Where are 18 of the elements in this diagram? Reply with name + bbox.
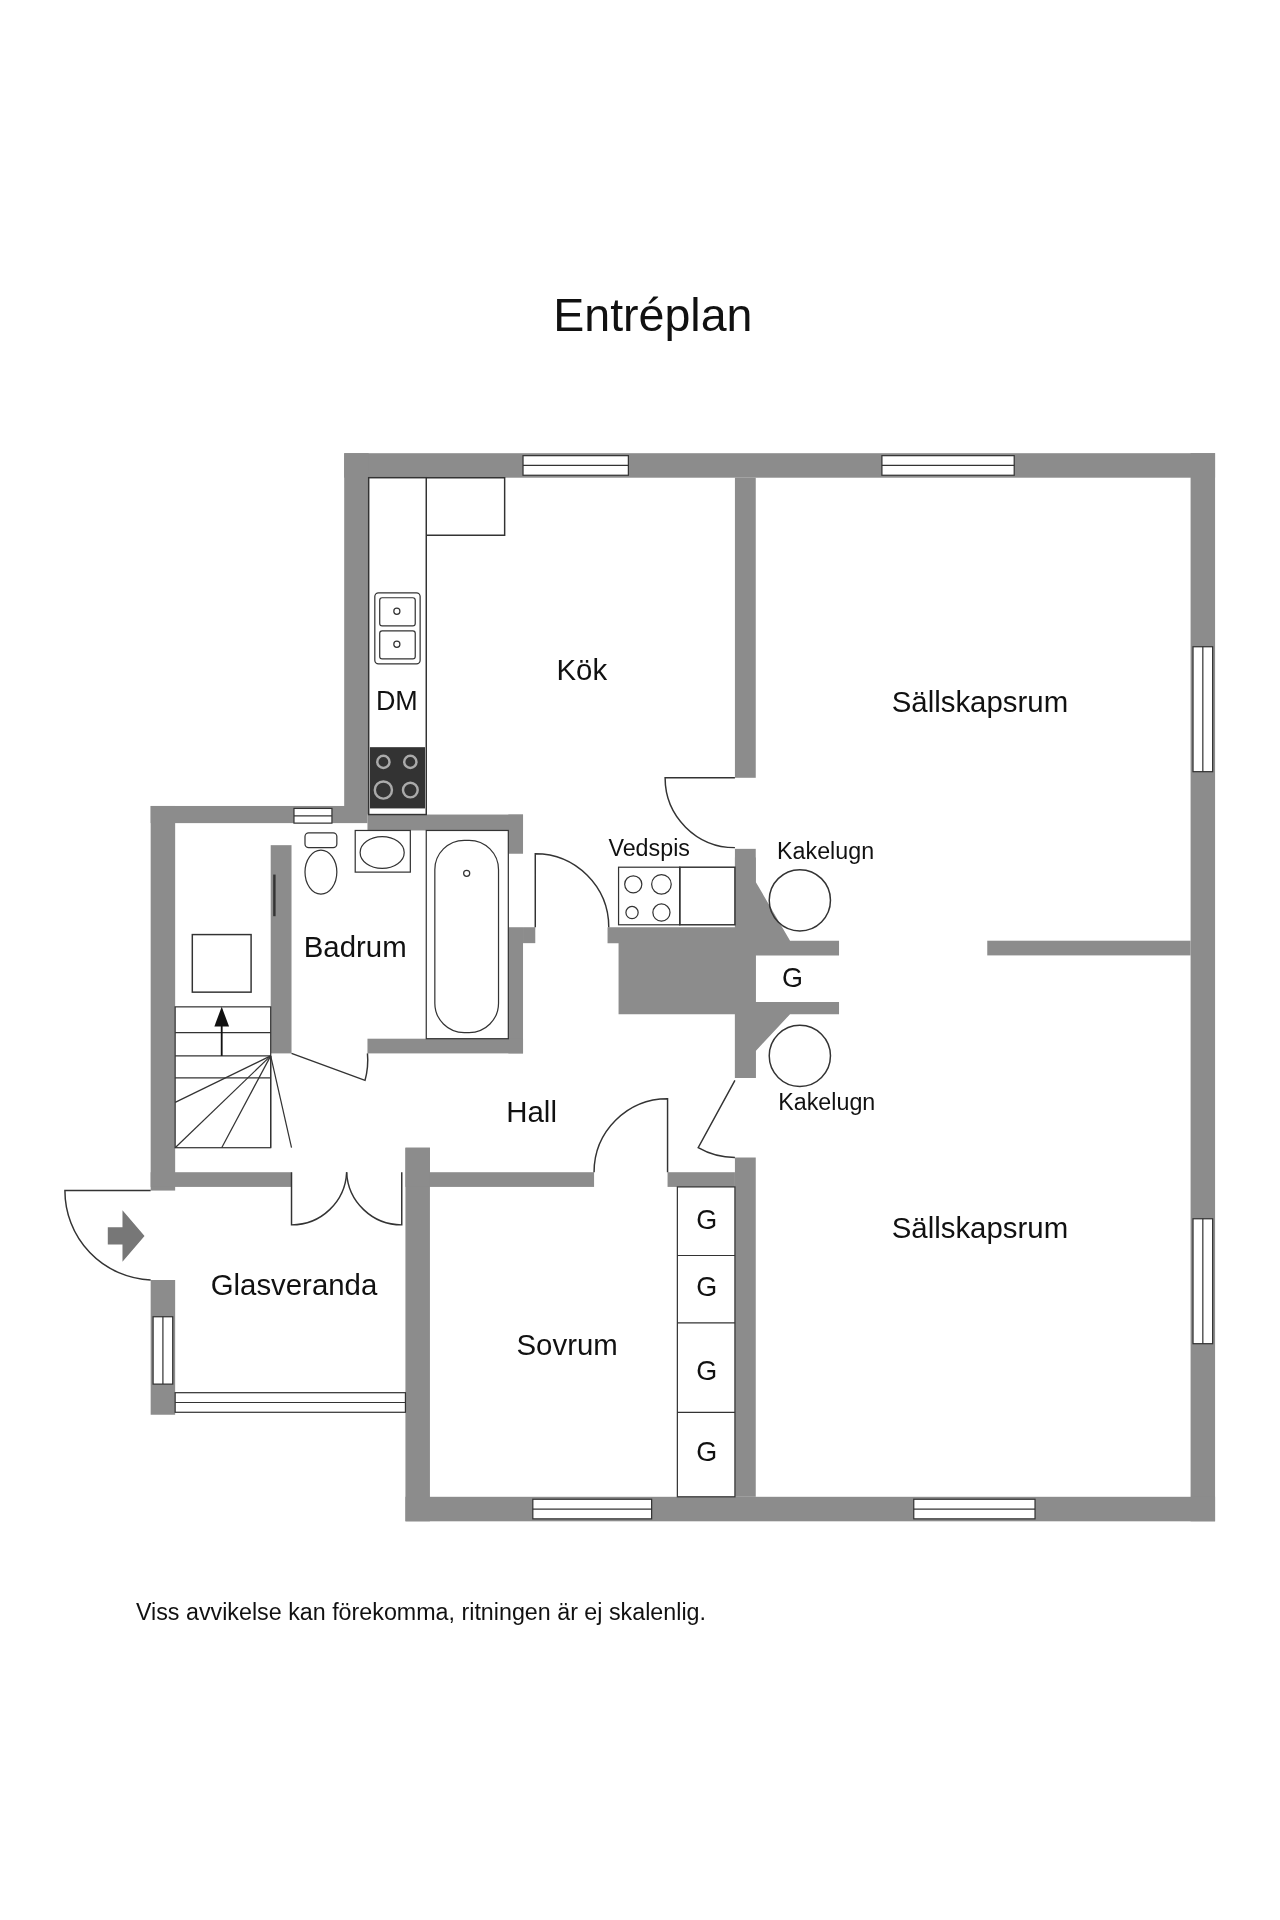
room-label: Sällskapsrum: [891, 687, 1069, 717]
room-label: Sällskapsrum: [891, 1213, 1069, 1244]
fixture-label: Kakelugn: [778, 1090, 876, 1115]
fixture-label: G: [782, 965, 803, 993]
fixture-label: G: [696, 1358, 718, 1386]
fixture-label: Kakelugn: [777, 839, 875, 863]
fixture-label: G: [696, 1206, 718, 1234]
title-text: Entréplan: [553, 291, 753, 339]
room-label: Badrum: [303, 932, 407, 962]
note-text: Viss avvikelse kan förekomma, ritningen är ej skalenlig.: [135, 1600, 706, 1624]
room-label: Hall: [506, 1097, 557, 1127]
room-label: Sovrum: [516, 1330, 618, 1360]
fixture-label: G: [696, 1273, 718, 1301]
fixture-label: G: [696, 1439, 718, 1467]
fixture-label: DM: [375, 688, 418, 716]
fixture-label: Vedspis: [608, 836, 690, 860]
room-label: Kök: [556, 655, 608, 685]
room-label: Glasveranda: [210, 1270, 378, 1300]
